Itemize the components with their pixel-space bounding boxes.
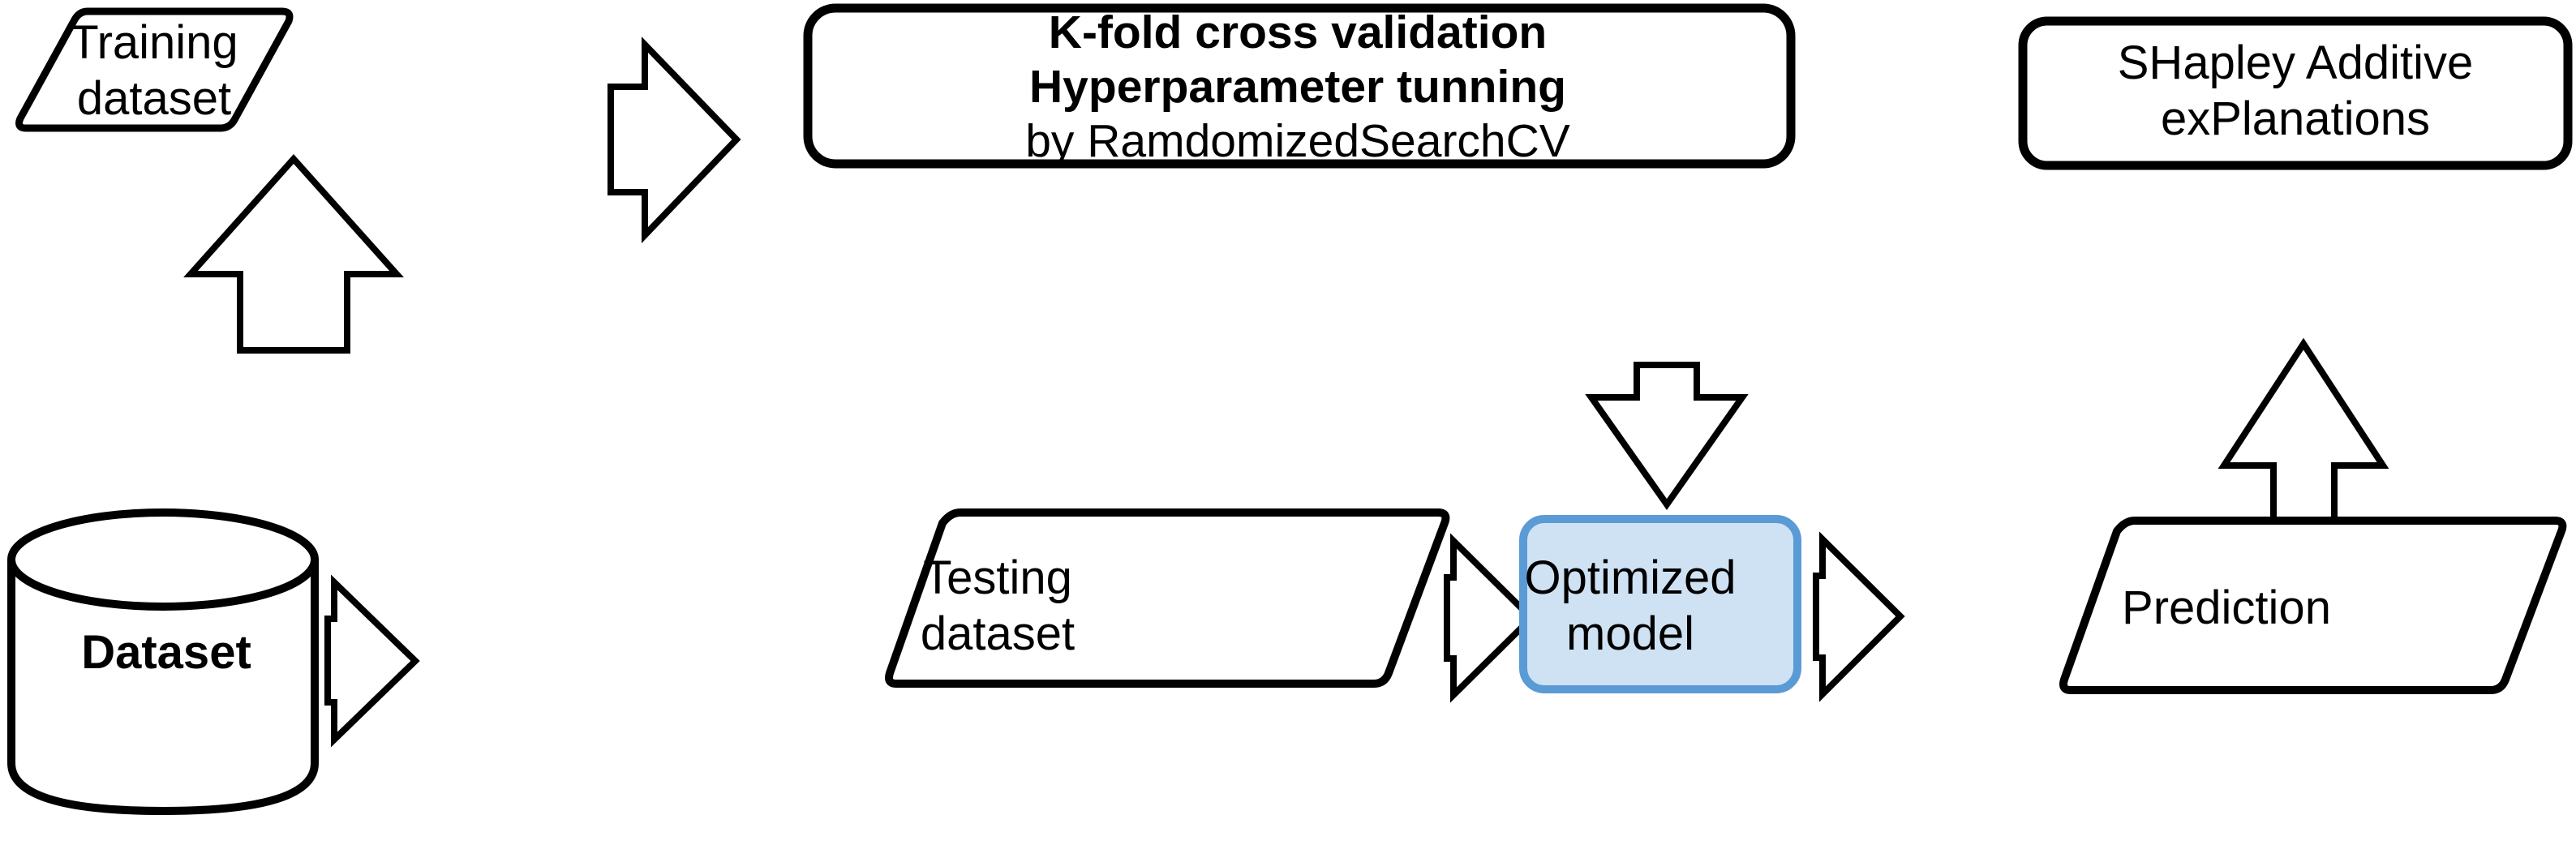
testing-dataset-shape[interactable] — [885, 508, 1450, 688]
arrow-dataset-to-testing — [324, 574, 420, 748]
arrow-prediction-to-shap — [2218, 337, 2389, 524]
arrow-kfold-to-optimized-model — [1585, 362, 1749, 510]
dataset-cylinder-body[interactable] — [7, 556, 319, 815]
arrow-dataset-to-training — [183, 153, 404, 354]
optimized-model-box-shape[interactable] — [1519, 515, 1801, 693]
arrow-optimized-model-to-prediction — [1813, 531, 1905, 702]
arrow-testing-to-optimized-model — [1444, 533, 1536, 703]
kfold-box-shape[interactable] — [803, 3, 1796, 169]
prediction-shape[interactable] — [2059, 517, 2567, 694]
dataset-cylinder-top — [7, 508, 319, 611]
training-dataset-shape[interactable] — [15, 7, 294, 132]
shap-box-shape[interactable] — [2018, 16, 2573, 170]
arrow-training-to-kfold — [608, 36, 741, 243]
